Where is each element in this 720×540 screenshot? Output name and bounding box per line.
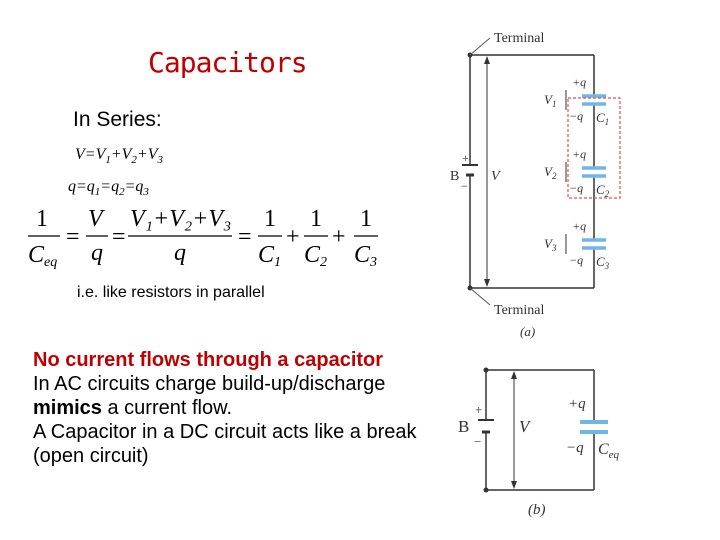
c3-plus-q: +q	[572, 219, 586, 233]
battery-plus-a: +	[462, 151, 469, 165]
formula-v-sum: V₁+V₂+V₃	[130, 206, 231, 232]
formula-one-c1: 1	[264, 206, 276, 232]
c1-label: C1	[596, 110, 609, 127]
body-text: No current flows through a capacitor In …	[33, 348, 443, 468]
battery-plus-b: +	[475, 402, 482, 417]
mimics-text: mimics	[33, 397, 102, 419]
formula-one-numerator: 1	[36, 206, 48, 232]
svg-text:=: =	[66, 224, 80, 250]
terminal-bottom-label: Terminal	[494, 303, 544, 318]
ac-text-a: In AC circuits charge build-up/discharge	[33, 373, 386, 395]
no-current-text: No current flows through a capacitor	[33, 349, 384, 371]
formula-c2: C2	[304, 242, 327, 270]
formula-one-c3: 1	[360, 206, 372, 232]
terminal-dot-b-bottom	[483, 487, 489, 493]
c2-minus-q: −q	[569, 181, 583, 195]
c1-minus-q: −q	[569, 109, 583, 123]
c3-label: C3	[596, 254, 610, 271]
battery-label-b: B	[458, 417, 469, 436]
c3-minus-q: −q	[569, 253, 583, 267]
formula-v: V	[88, 206, 105, 232]
v3-label: V3	[544, 236, 557, 253]
ceq-plus-q: +q	[568, 396, 586, 412]
ac-text-b: a current flow.	[101, 397, 232, 419]
voltage-equation: V=V1+V2+V3	[75, 146, 163, 167]
dc-text: A Capacitor in a DC circuit acts like a …	[33, 421, 417, 467]
voltage-label-a: V	[491, 169, 501, 184]
caption-b: (b)	[528, 502, 546, 518]
series-heading: In Series:	[73, 108, 162, 131]
ceq-minus-q: −q	[566, 440, 584, 456]
formula-q: q	[91, 240, 103, 266]
c2-plus-q: +q	[572, 147, 586, 161]
formula-ceq: Ceq	[28, 242, 57, 270]
v1-label: V1	[544, 92, 556, 109]
formula-q2: q	[174, 240, 186, 266]
svg-text:+: +	[286, 224, 300, 250]
slide-title: Capacitors	[148, 46, 308, 79]
v2-label: V2	[544, 164, 557, 181]
terminal-top-label: Terminal	[494, 31, 544, 46]
ceq-label: Ceq	[598, 441, 620, 461]
c2-label: C2	[596, 182, 610, 199]
parallel-note: i.e. like resistors in parallel	[77, 284, 265, 301]
c1-highlight-box	[567, 97, 621, 199]
svg-text:=: =	[112, 224, 126, 250]
voltage-label-b: V	[519, 417, 532, 436]
formula-c3: C3	[354, 242, 377, 270]
battery-label-a: B	[450, 169, 459, 184]
formula-one-c2: 1	[310, 206, 322, 232]
battery-minus-b: −	[474, 434, 481, 449]
battery-minus-a: −	[461, 179, 468, 193]
caption-a: (a)	[520, 324, 535, 339]
charge-equation: q=q1=q2=q3	[68, 178, 149, 199]
terminal-dot-b-top	[483, 367, 489, 373]
c1-plus-q: +q	[572, 75, 586, 89]
formula-c1: C1	[258, 242, 281, 270]
svg-text:=: =	[238, 224, 252, 250]
svg-text:+: +	[332, 224, 346, 250]
